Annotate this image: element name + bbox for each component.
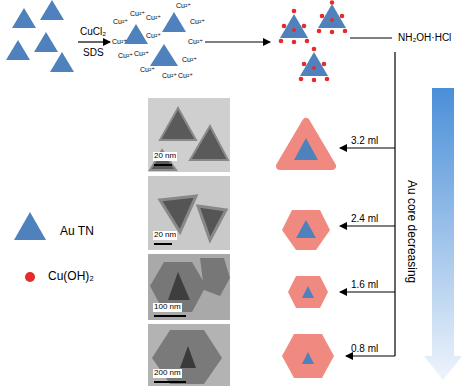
ion-label: Cu²⁺ <box>178 72 193 80</box>
reagent-label: CuCl₂ <box>80 26 106 37</box>
scale-label: 200 nm <box>153 369 182 378</box>
ion-label: Cu²⁺ <box>134 50 149 58</box>
ion-label: Cu²⁺ <box>190 18 205 26</box>
ion-label: Cu²⁺ <box>130 10 145 18</box>
ion-label: Cu²⁺ <box>118 52 133 60</box>
ion-label: Cu²⁺ <box>140 66 155 74</box>
ion-label: Cu²⁺ <box>112 38 127 46</box>
reagent-label: 3.2 ml <box>351 135 378 146</box>
legend-text: Au TN <box>60 225 94 238</box>
scale-label: 20 nm <box>153 231 177 240</box>
ion-label: Cu²⁺ <box>176 2 191 10</box>
ion-label: Cu²⁺ <box>182 56 197 64</box>
reagent-label: NH₂OH·HCl <box>398 32 451 43</box>
ion-label: Cu²⁺ <box>162 72 177 80</box>
reagent-label: 1.6 ml <box>351 279 378 290</box>
reagent-label: SDS <box>83 47 104 58</box>
legend-text: Cu(OH)₂ <box>48 270 94 283</box>
ion-label: Cu²⁺ <box>146 32 161 40</box>
scale-label: 20 nm <box>153 152 177 161</box>
ion-label: Cu²⁺ <box>113 18 128 26</box>
reagent-label: 2.4 ml <box>351 213 378 224</box>
scale-label: 100 nm <box>153 303 182 312</box>
ion-label: Cu²⁺ <box>146 14 161 22</box>
ion-label: Cu²⁺ <box>188 38 203 46</box>
reagent-label: 0.8 ml <box>351 343 378 354</box>
trend-label: Au core decreasing <box>405 180 418 283</box>
